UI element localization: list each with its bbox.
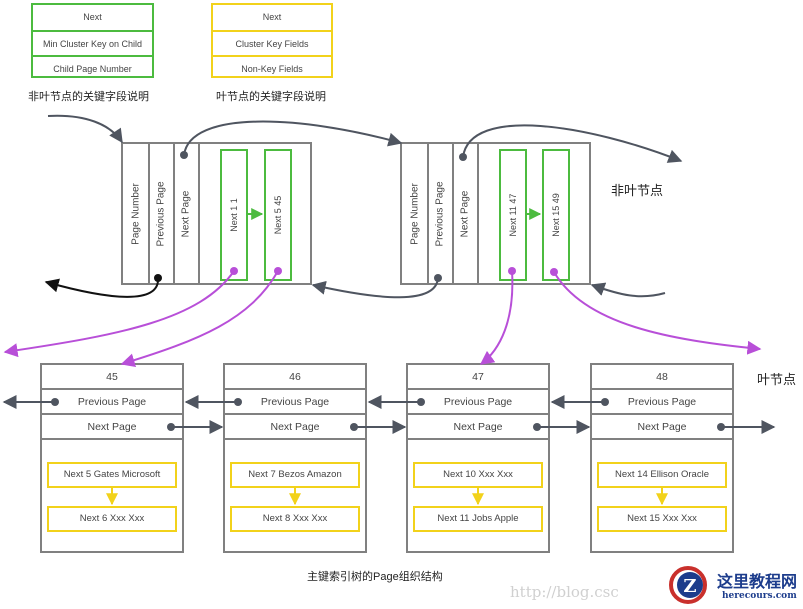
watermark-logo-cn: 这里教程网 [717,572,798,591]
nonleaf-page-1: Page Number Previous Page Next Page Next… [121,142,312,285]
nonleaf-page-1-key-1-text: Next 1 1 [229,198,239,232]
nonleaf-page-2-next: Next Page [459,190,470,237]
leaf-page-45-record-2: Next 6 Xxx Xxx [47,506,177,532]
figure-caption: 主键索引树的Page组织结构 [307,571,443,583]
leaf-page-47-number: 47 [408,365,548,390]
nonleaf-page-1-next-col: Next Page [173,144,200,283]
nonleaf-page-1-key-1: Next 1 1 [220,149,248,281]
leaf-page-46-number: 46 [225,365,365,390]
legend-leaf-caption: 叶节点的关键字段说明 [216,91,326,103]
leaf-page-46-next: Next Page [225,415,365,440]
nonleaf-2-incoming-prev-arrow [590,282,666,298]
watermark-url: http://blog.csc [510,583,619,601]
nonleaf-page-2-key-2: Next 15 49 [542,149,570,281]
leaf-label: 叶节点 [757,372,797,387]
leaf-page-46-record-1: Next 7 Bezos Amazon [230,462,360,488]
legend-leaf-non-key: Non-Key Fields [213,55,331,80]
nonleaf-page-1-page-number-col: Page Number [123,144,150,283]
leaf-page-47-record-2: Next 11 Jobs Apple [413,506,543,532]
leaf-page-48-prev: Previous Page [592,390,732,415]
leaf-page-47-prev: Previous Page [408,390,548,415]
leaf-page-48-record-1: Next 14 Ellison Oracle [597,462,727,488]
nonleaf-page-1-key-2: Next 5 45 [264,149,292,281]
watermark-logo-en: herecours.com [722,591,797,601]
nonleaf-page-2-key-1-text: Next 11 47 [508,193,518,237]
nonleaf-page-1-page-number: Page Number [130,182,141,245]
leaf-page-47-record-1: Next 10 Xxx Xxx [413,462,543,488]
leaf-page-46: 46 Previous Page Next Page Next 7 Bezos … [223,363,367,553]
leaf-page-47: 47 Previous Page Next Page Next 10 Xxx X… [406,363,550,553]
leaf-page-45-next: Next Page [42,415,182,440]
legend-leaf-cluster-key: Cluster Key Fields [213,30,331,55]
leaf-page-45-prev: Previous Page [42,390,182,415]
nonleaf-page-1-next: Next Page [180,190,191,237]
legend-leaf-box: Next Cluster Key Fields Non-Key Fields [211,3,333,78]
leaf-page-45-record-1: Next 5 Gates Microsoft [47,462,177,488]
leaf-page-48-record-2: Next 15 Xxx Xxx [597,506,727,532]
nonleaf-page-1-prev: Previous Page [155,180,166,247]
legend-nonleaf-next: Next [83,12,102,22]
logo-ring [669,566,707,604]
leaf-page-45-number: 45 [42,365,182,390]
nonleaf-page-2-prev-col: Previous Page [427,144,454,283]
leaf-page-45: 45 Previous Page Next Page Next 5 Gates … [40,363,184,553]
leaf-page-46-prev: Previous Page [225,390,365,415]
legend-nonleaf-caption: 非叶节点的关键字段说明 [28,91,149,103]
nonleaf-page-2-key-1: Next 11 47 [499,149,527,281]
leaf-page-46-record-2: Next 8 Xxx Xxx [230,506,360,532]
nonleaf-page-2-next-col: Next Page [452,144,479,283]
leaf-page-48-number: 48 [592,365,732,390]
logo-center [677,572,703,598]
nonleaf-page-2-prev: Previous Page [434,180,445,247]
legend-nonleaf-box: Next Min Cluster Key on Child Child Page… [31,3,154,78]
leaf-page-47-next: Next Page [408,415,548,440]
leaf-page-48-next: Next Page [592,415,732,440]
nonleaf-page-2-key-2-text: Next 15 49 [551,193,561,237]
nonleaf-page-2-page-number-col: Page Number [402,144,429,283]
leaf-page-48: 48 Previous Page Next Page Next 14 Ellis… [590,363,734,553]
logo-letter: Z [683,576,696,597]
nonleaf-label: 非叶节点 [611,183,664,198]
nonleaf-page-1-prev-col: Previous Page [148,144,175,283]
legend-nonleaf-child-page: Child Page Number [33,55,152,80]
nonleaf-page-1-key-2-text: Next 5 45 [273,195,283,235]
nonleaf-page-2: Page Number Previous Page Next Page Next… [400,142,591,285]
legend-nonleaf-min-key: Min Cluster Key on Child [33,30,152,55]
nonleaf-page-2-page-number: Page Number [409,182,420,245]
entry-arrow [47,114,123,144]
legend-leaf-next: Next [262,12,282,22]
